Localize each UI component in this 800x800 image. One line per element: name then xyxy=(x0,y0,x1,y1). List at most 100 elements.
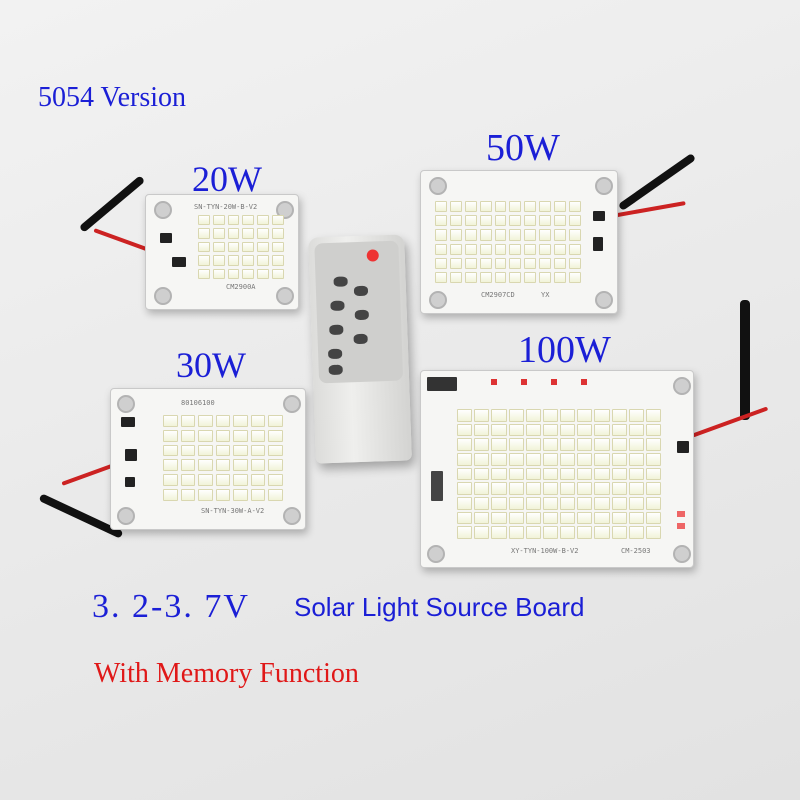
led-chip xyxy=(577,497,593,510)
driver-chip xyxy=(125,477,135,487)
led-chip xyxy=(474,497,490,510)
solder-pad xyxy=(677,511,685,517)
led-chip xyxy=(494,229,507,241)
led-chip xyxy=(198,241,210,253)
led-chip xyxy=(233,444,248,457)
solder-pad xyxy=(551,379,557,385)
led-chip xyxy=(508,511,524,525)
led-chip xyxy=(250,459,266,472)
board-20w-label: 20W xyxy=(192,159,262,199)
led-chip xyxy=(494,243,507,255)
driver-chip xyxy=(172,257,186,267)
led-chip xyxy=(212,241,225,253)
led-chip xyxy=(508,467,524,481)
led-chip xyxy=(569,271,581,283)
led-chip xyxy=(494,271,507,283)
led-chip xyxy=(268,429,283,442)
led-chip xyxy=(494,201,507,213)
led-chip xyxy=(525,438,541,451)
led-chip xyxy=(474,453,490,466)
led-chip xyxy=(250,489,266,501)
led-chip xyxy=(227,255,240,266)
led-chip xyxy=(479,271,492,283)
led-chip xyxy=(227,241,240,253)
led-chip xyxy=(611,409,627,422)
mount-hole xyxy=(276,287,294,305)
led-chip xyxy=(250,444,266,457)
led-chip xyxy=(594,453,610,466)
led-chip xyxy=(491,409,507,422)
led-chip xyxy=(464,201,477,213)
led-chip xyxy=(539,229,552,241)
led-chip xyxy=(524,271,537,283)
led-chip xyxy=(508,497,524,510)
led-chip xyxy=(457,453,473,466)
led-chip xyxy=(449,271,462,283)
led-chip xyxy=(569,201,581,213)
led-chip xyxy=(474,511,490,525)
solder-pad xyxy=(677,523,685,529)
led-chip xyxy=(508,526,524,539)
led-chip xyxy=(180,459,196,472)
led-chip xyxy=(198,268,210,279)
led-chip xyxy=(611,467,627,481)
led-chip xyxy=(479,215,492,227)
led-chip xyxy=(645,482,661,495)
led-chip xyxy=(242,255,255,266)
led-chip xyxy=(163,444,178,457)
led-chip xyxy=(198,489,213,501)
led-chip xyxy=(457,482,473,495)
led-chip xyxy=(560,497,576,510)
led-chip xyxy=(509,229,522,241)
led-chip xyxy=(539,201,552,213)
board-code: CM2900A xyxy=(226,283,256,291)
driver-chip xyxy=(125,449,137,461)
solder-pad xyxy=(581,379,587,385)
led-chip xyxy=(449,201,462,213)
led-chip xyxy=(212,268,225,279)
led-chip xyxy=(554,215,567,227)
led-chip xyxy=(577,482,593,495)
led-chip xyxy=(628,409,644,422)
driver-chip xyxy=(677,441,689,453)
led-chip xyxy=(449,257,462,269)
led-chip xyxy=(163,429,178,442)
mount-hole xyxy=(673,545,691,563)
board-30w-label: 30W xyxy=(176,345,246,385)
version-caption: 5054 Version xyxy=(38,82,187,113)
led-chip xyxy=(464,257,477,269)
led-chip xyxy=(509,271,522,283)
led-chip xyxy=(577,467,593,481)
led-chip xyxy=(180,429,196,442)
led-chip xyxy=(577,511,593,525)
led-chip xyxy=(198,444,213,457)
led-chip xyxy=(457,526,473,539)
led-chip xyxy=(215,489,231,501)
board-20w-wire xyxy=(78,175,146,233)
led-array-50w xyxy=(435,201,581,283)
led-chip xyxy=(435,243,447,255)
led-chip xyxy=(449,215,462,227)
driver-chip xyxy=(431,471,443,501)
led-chip xyxy=(524,257,537,269)
board-print: 80106100 xyxy=(181,399,215,407)
led-chip xyxy=(525,409,541,422)
led-chip xyxy=(542,438,558,451)
led-chip xyxy=(457,497,473,510)
led-chip xyxy=(435,201,447,213)
led-chip xyxy=(257,268,270,279)
led-chip xyxy=(594,526,610,539)
led-chip xyxy=(539,257,552,269)
led-chip xyxy=(611,482,627,495)
led-chip xyxy=(525,467,541,481)
led-chip xyxy=(577,423,593,437)
led-chip xyxy=(594,438,610,451)
led-chip xyxy=(198,474,213,487)
led-chip xyxy=(215,429,231,442)
led-chip xyxy=(435,271,447,283)
mount-hole xyxy=(276,201,294,219)
mount-hole xyxy=(595,177,613,195)
board-100w-wire-red xyxy=(691,406,769,438)
led-chip xyxy=(474,526,490,539)
driver-chip xyxy=(593,211,605,221)
